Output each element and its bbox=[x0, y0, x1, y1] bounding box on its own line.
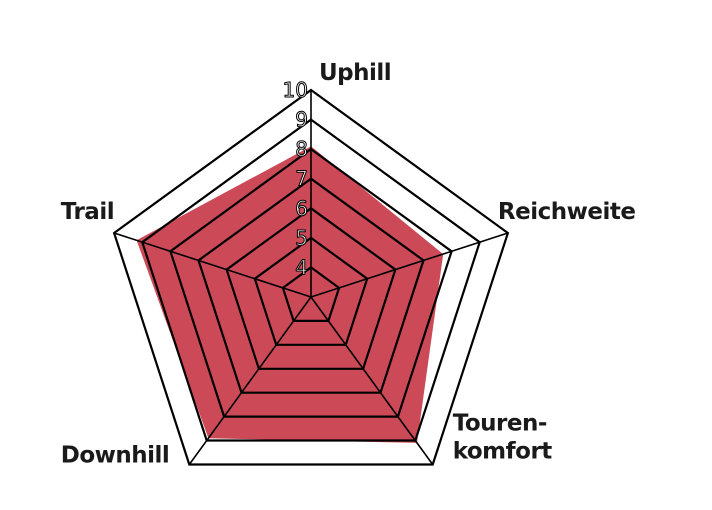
axis-label-line: Downhill bbox=[61, 443, 170, 469]
tick-label-9: 9 bbox=[295, 108, 308, 132]
spoke-1 bbox=[310, 232, 509, 298]
axis-label-3: Downhill bbox=[61, 443, 170, 469]
axis-label-line: Touren- bbox=[453, 411, 547, 437]
grid-ring-9 bbox=[141, 118, 481, 442]
axis-label-line: komfort bbox=[453, 439, 553, 465]
axis-label-1: Reichweite bbox=[498, 199, 636, 225]
tick-label-10: 10 bbox=[283, 78, 308, 102]
axis-label-4: Trail bbox=[61, 199, 114, 225]
tick-label-5: 5 bbox=[295, 226, 308, 250]
series-area-0 bbox=[136, 146, 444, 443]
tick-label-layer: 10 9 8 7 6 5 4 bbox=[282, 78, 308, 280]
tick-label-4: 4 bbox=[295, 255, 308, 279]
grid-ring-4 bbox=[281, 266, 341, 322]
grid-ring-8 bbox=[169, 147, 453, 418]
grid-ring-7 bbox=[197, 177, 425, 394]
grid-ring-10 bbox=[112, 88, 510, 466]
axis-label-2: Touren-komfort bbox=[453, 411, 553, 465]
grid-ring-6 bbox=[225, 206, 397, 370]
axis-label-line: Uphill bbox=[319, 60, 391, 86]
axis-label-line: Trail bbox=[61, 199, 114, 225]
grid-ring-5 bbox=[253, 236, 369, 346]
axis-label-0: Uphill bbox=[319, 60, 391, 86]
spoke-2 bbox=[310, 296, 434, 465]
grid-layer bbox=[112, 88, 510, 466]
axis-label-line: Reichweite bbox=[498, 199, 636, 225]
tick-label-7: 7 bbox=[295, 167, 308, 191]
axis-label-layer: UphillReichweiteTouren-komfortDownhillTr… bbox=[61, 60, 636, 469]
tick-label-6: 6 bbox=[295, 196, 308, 220]
tick-label-8: 8 bbox=[295, 137, 308, 161]
series-layer bbox=[136, 146, 444, 443]
spoke-3 bbox=[188, 296, 312, 465]
spoke-4 bbox=[113, 232, 312, 298]
